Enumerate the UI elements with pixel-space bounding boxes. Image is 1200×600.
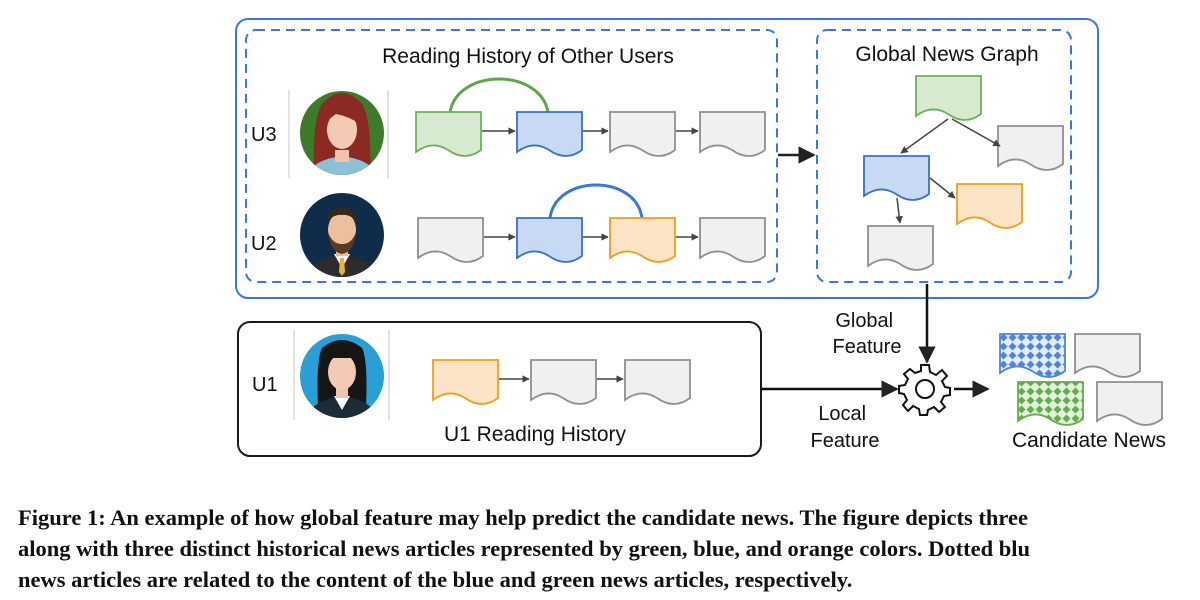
document-icon [624, 359, 691, 405]
u3-label: U3 [251, 124, 277, 146]
document-icon [415, 111, 482, 157]
caption-line: news articles are related to the content… [18, 567, 853, 592]
document-icon [1017, 381, 1084, 426]
document-icon [863, 155, 930, 201]
document-icon [530, 359, 597, 405]
global-news-graph-panel [816, 29, 1072, 283]
u1-history-label: U1 Reading History [444, 423, 627, 446]
global-feature-label: Global Feature [833, 310, 902, 358]
gear-icon [898, 364, 951, 416]
document-icon [609, 217, 676, 263]
graph-edge [951, 118, 1001, 147]
global-graph-title: Global News Graph [855, 43, 1038, 66]
candidate-news-label: Candidate News [1012, 429, 1166, 452]
document-icon [432, 359, 499, 405]
document-icon [1096, 381, 1163, 426]
u2-history-row [417, 217, 766, 263]
global-news-graph [863, 75, 1064, 271]
caption-line: Figure 1: An example of how global featu… [18, 505, 1028, 530]
document-icon [956, 183, 1023, 229]
u1-label: U1 [252, 374, 278, 396]
local-feature-label: Local Feature [811, 403, 880, 452]
woman-red-hair-avatar [300, 91, 384, 175]
news-recommendation-diagram: Reading History of Other Users Global Ne… [235, 18, 1166, 457]
document-icon [609, 111, 676, 157]
document-icon [516, 111, 583, 157]
reading-history-panel [245, 29, 778, 283]
u2-label: U2 [251, 233, 277, 255]
document-icon [417, 217, 484, 263]
document-icon [997, 125, 1064, 171]
figure-caption: Figure 1: An example of how global featu… [18, 502, 1200, 600]
u1-history-row [432, 359, 691, 405]
document-icon [999, 333, 1066, 378]
u3-history-row [415, 111, 766, 157]
document-icon [1074, 333, 1141, 378]
document-icon [699, 217, 766, 263]
caption-line: along with three distinct historical new… [18, 536, 1031, 561]
document-icon [867, 225, 934, 271]
other-users-container [235, 18, 1099, 299]
woman-black-hair-avatar [300, 334, 384, 418]
candidate-news [999, 333, 1163, 426]
u1-container [237, 321, 762, 457]
other-users-title: Reading History of Other Users [382, 45, 674, 68]
u3-green-arc [448, 77, 550, 113]
graph-edge [895, 197, 903, 224]
document-icon [915, 75, 982, 121]
bearded-man-avatar [300, 193, 384, 277]
graph-edge [900, 118, 949, 154]
document-icon [699, 111, 766, 157]
graph-edge [929, 177, 956, 199]
document-icon [516, 217, 583, 263]
u2-blue-arc [548, 183, 644, 219]
